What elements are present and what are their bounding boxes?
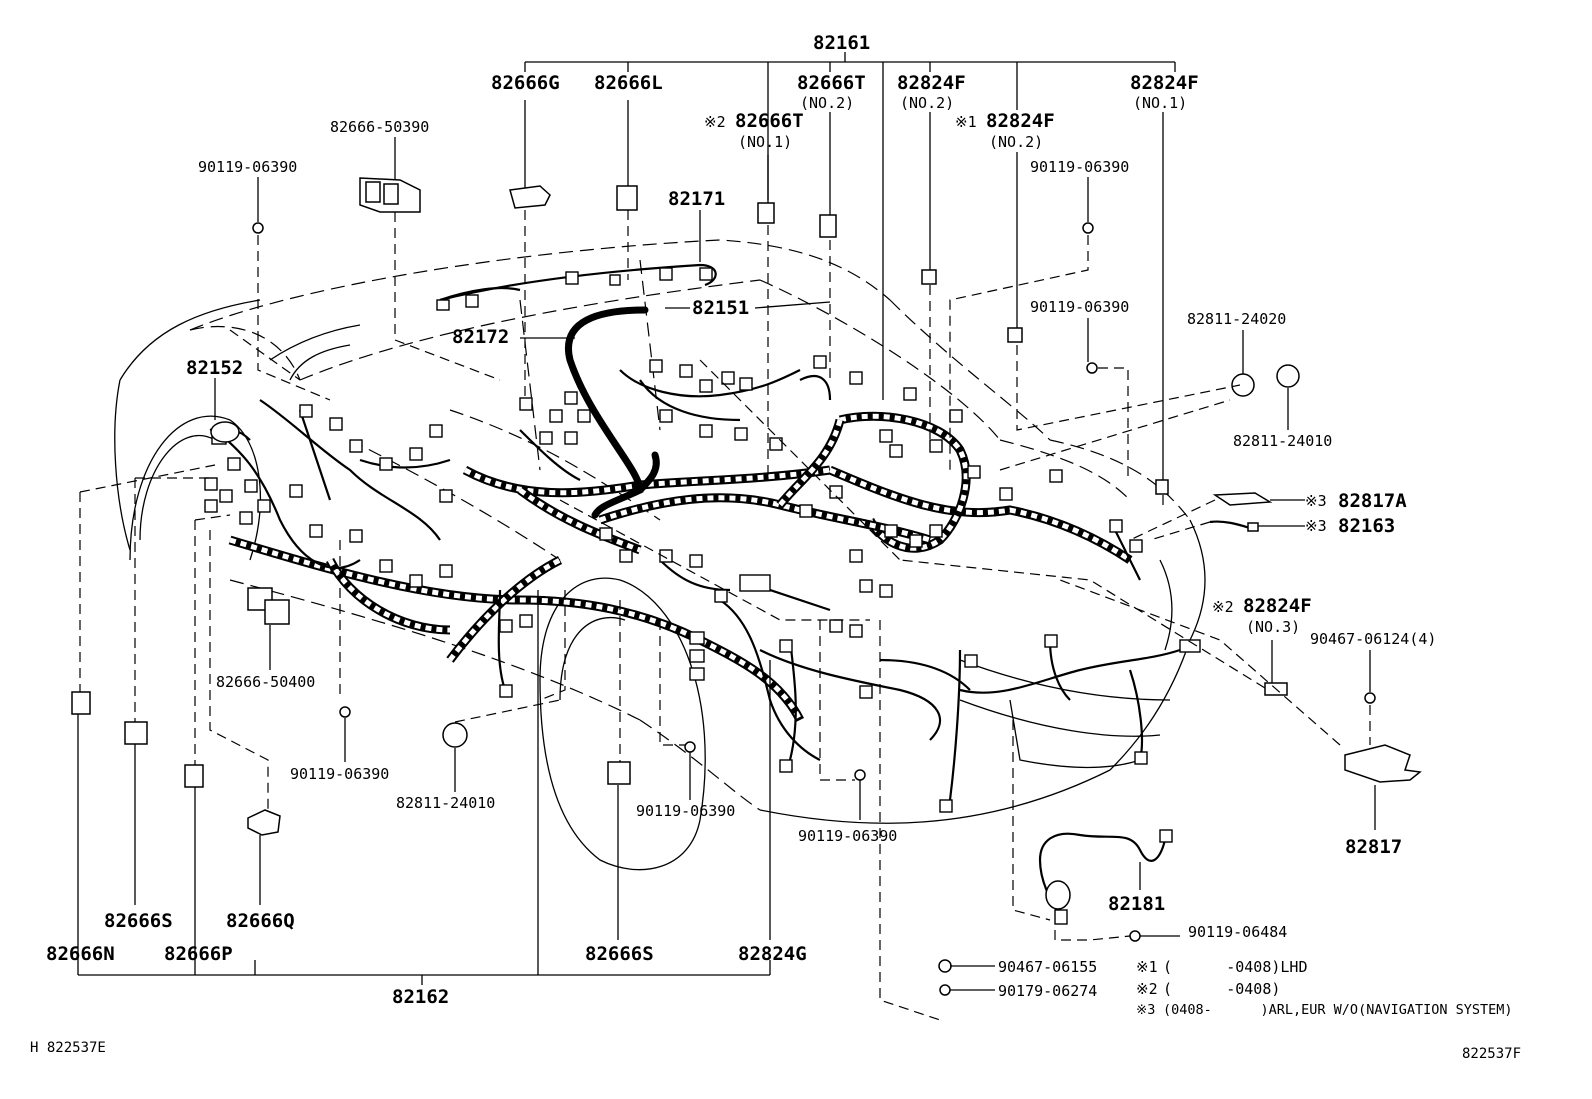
leader-lines	[77, 52, 1376, 991]
qualifier-no3: (NO.3)	[1246, 618, 1301, 636]
part-label-82666N: 82666N	[46, 943, 115, 965]
footer-left-code: H 822537E	[30, 1040, 106, 1056]
footnote-mark: ※3	[1136, 1002, 1156, 1018]
footnote-text: (0408- )ARL,EUR W/O(NAVIGATION SYSTEM)	[1163, 1002, 1513, 1018]
part-label-82151: 82151	[692, 297, 750, 319]
part-label-90179-06274: 90179-06274	[998, 982, 1098, 1000]
part-label-82824G: 82824G	[738, 943, 807, 965]
part-label-90119-06484: 90119-06484	[1188, 923, 1288, 941]
part-label-82171: 82171	[668, 188, 726, 210]
qualifier-no2: (NO.2)	[800, 94, 855, 112]
part-label-82666G: 82666G	[491, 72, 560, 94]
footer-right-code: 822537F	[1462, 1046, 1522, 1062]
footnote-mark: ※1	[1136, 958, 1158, 976]
footnote-mark: ※3	[1305, 492, 1327, 510]
assembly-dashed-lines	[79, 210, 1371, 1021]
footnote-mark: ※2	[704, 113, 726, 131]
part-label-82666P: 82666P	[164, 943, 233, 965]
part-label-82161: 82161	[813, 32, 871, 54]
footnote-text: ( -0408)	[1163, 980, 1281, 998]
part-label-82666L: 82666L	[594, 72, 663, 94]
part-label-82811-24020: 82811-24020	[1187, 310, 1287, 328]
harness-connectors	[204, 267, 1201, 925]
part-label-82666-50390: 82666-50390	[330, 118, 430, 136]
part-label-82162: 82162	[392, 986, 450, 1008]
part-label-82172: 82172	[452, 326, 510, 348]
part-label-90119-06390: 90119-06390	[636, 802, 736, 820]
footnote-mark: ※1	[955, 113, 977, 131]
part-label-82811-24010: 82811-24010	[396, 794, 496, 812]
wire-harnesses	[209, 263, 1181, 916]
part-label-82152: 82152	[186, 357, 244, 379]
qualifier-no1: (NO.1)	[1133, 94, 1188, 112]
part-label-90467-06124: 90467-06124(4)	[1310, 630, 1437, 648]
qualifier-no2: (NO.2)	[989, 133, 1044, 151]
part-label-82666T-no1: 82666T	[735, 110, 804, 132]
part-label-82666T-no2: 82666T	[797, 72, 866, 94]
part-label-82824F-no3: 82824F	[1243, 595, 1312, 617]
part-label-90119-06390: 90119-06390	[1030, 298, 1130, 316]
part-label-90119-06390: 90119-06390	[798, 827, 898, 845]
part-label-90119-06390: 90119-06390	[198, 158, 298, 176]
part-label-82824F-no2: 82824F	[897, 72, 966, 94]
footnote-mark: ※2	[1136, 980, 1158, 998]
part-label-82824F-no2b: 82824F	[986, 110, 1055, 132]
part-label-82163: 82163	[1338, 515, 1396, 537]
qualifier-no1: (NO.1)	[738, 133, 793, 151]
part-label-82817A: 82817A	[1338, 490, 1407, 512]
part-label-82817: 82817	[1345, 836, 1403, 858]
part-label-82824F-no1: 82824F	[1130, 72, 1199, 94]
part-label-82666-50400: 82666-50400	[216, 673, 316, 691]
part-label-82666Q: 82666Q	[226, 910, 295, 932]
footnote-mark: ※2	[1212, 598, 1234, 616]
footnote-text: ( -0408)LHD	[1163, 958, 1308, 976]
qualifier-no2: (NO.2)	[900, 94, 955, 112]
car-body-outline	[114, 239, 1206, 871]
part-label-82181: 82181	[1108, 893, 1166, 915]
footnote-mark: ※3	[1305, 517, 1327, 535]
part-label-82811-24010: 82811-24010	[1233, 432, 1333, 450]
part-label-90119-06390: 90119-06390	[290, 765, 390, 783]
part-label-90467-06155: 90467-06155	[998, 958, 1098, 976]
part-label-82666S-b: 82666S	[585, 943, 654, 965]
separate-parts	[71, 177, 1422, 996]
part-label-82666S: 82666S	[104, 910, 173, 932]
part-label-90119-06390: 90119-06390	[1030, 158, 1130, 176]
